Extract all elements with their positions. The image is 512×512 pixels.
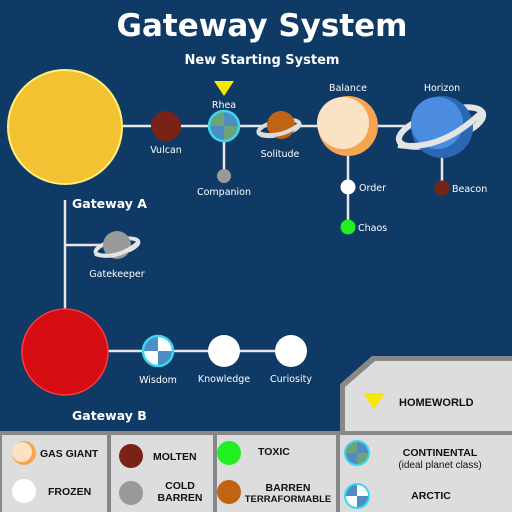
label-gatekeeper: Gatekeeper xyxy=(89,269,144,280)
planet-rhea-ring xyxy=(207,109,241,143)
label-gateway-a: Gateway A xyxy=(72,196,147,211)
planet-vulcan xyxy=(151,111,181,141)
label-companion: Companion xyxy=(197,187,251,198)
label-order: Order xyxy=(359,183,386,194)
legend-continental-label: CONTINENTAL xyxy=(403,447,478,459)
legend-cold-barren-label-2: BARREN xyxy=(158,492,203,504)
label-vulcan: Vulcan xyxy=(150,145,182,156)
page-title: Gateway System xyxy=(117,8,408,44)
gatekeeper-ring-front xyxy=(94,240,141,258)
legend-gas-giant-label: GAS GIANT xyxy=(40,448,99,460)
homeworld-key-panel xyxy=(345,361,512,431)
legend-toxic-label: TOXIC xyxy=(258,446,290,458)
moon-companion xyxy=(217,169,231,183)
legend-arctic-icon-ring xyxy=(344,483,370,509)
solitude-ring-front xyxy=(257,122,302,138)
label-solitude: Solitude xyxy=(261,149,300,160)
label-balance: Balance xyxy=(329,83,367,94)
label-horizon: Horizon xyxy=(424,83,460,94)
legend-arctic-label: ARCTIC xyxy=(411,490,451,502)
moon-chaos xyxy=(340,219,356,235)
star-gateway-a xyxy=(7,69,123,185)
legend-barren-terraformable-label-1: BARREN xyxy=(266,482,311,494)
legend-continental-note: (ideal planet class) xyxy=(398,460,481,471)
label-curiosity: Curiosity xyxy=(270,374,312,385)
legend-molten-label: MOLTEN xyxy=(153,451,197,463)
label-beacon: Beacon xyxy=(452,184,487,195)
legend-frozen-label: FROZEN xyxy=(48,486,91,498)
planet-wisdom-ring xyxy=(141,334,175,368)
planet-knowledge xyxy=(208,335,240,367)
legend-cold-barren-icon xyxy=(119,481,143,505)
legend-molten-icon xyxy=(119,444,143,468)
moon-beacon xyxy=(434,180,450,196)
legend-gas-giant-icon-highlight xyxy=(12,442,32,462)
legend-cold-barren-label-1: COLD xyxy=(165,480,195,492)
label-rhea: Rhea xyxy=(212,100,236,111)
star-gateway-b xyxy=(21,308,109,396)
moon-order xyxy=(340,179,356,195)
label-knowledge: Knowledge xyxy=(198,374,250,385)
label-chaos: Chaos xyxy=(358,223,387,234)
homeworld-key-icon xyxy=(363,393,385,409)
page-subtitle: New Starting System xyxy=(185,53,340,68)
label-wisdom: Wisdom xyxy=(139,375,177,386)
horizon-ring-front xyxy=(397,107,487,149)
label-gateway-b: Gateway B xyxy=(72,408,147,423)
legend-continental-icon-ring xyxy=(344,440,370,466)
legend-frozen-icon xyxy=(12,479,36,503)
planet-balance-highlight xyxy=(317,97,369,149)
legend-barren-terraformable-label-2: TERRAFORMABLE xyxy=(245,494,332,505)
legend-barren-terraformable-icon xyxy=(217,480,241,504)
homeworld-marker-icon xyxy=(214,81,234,96)
legend-toxic-icon xyxy=(217,441,241,465)
planet-curiosity xyxy=(275,335,307,367)
homeworld-key-label: HOMEWORLD xyxy=(399,397,474,409)
